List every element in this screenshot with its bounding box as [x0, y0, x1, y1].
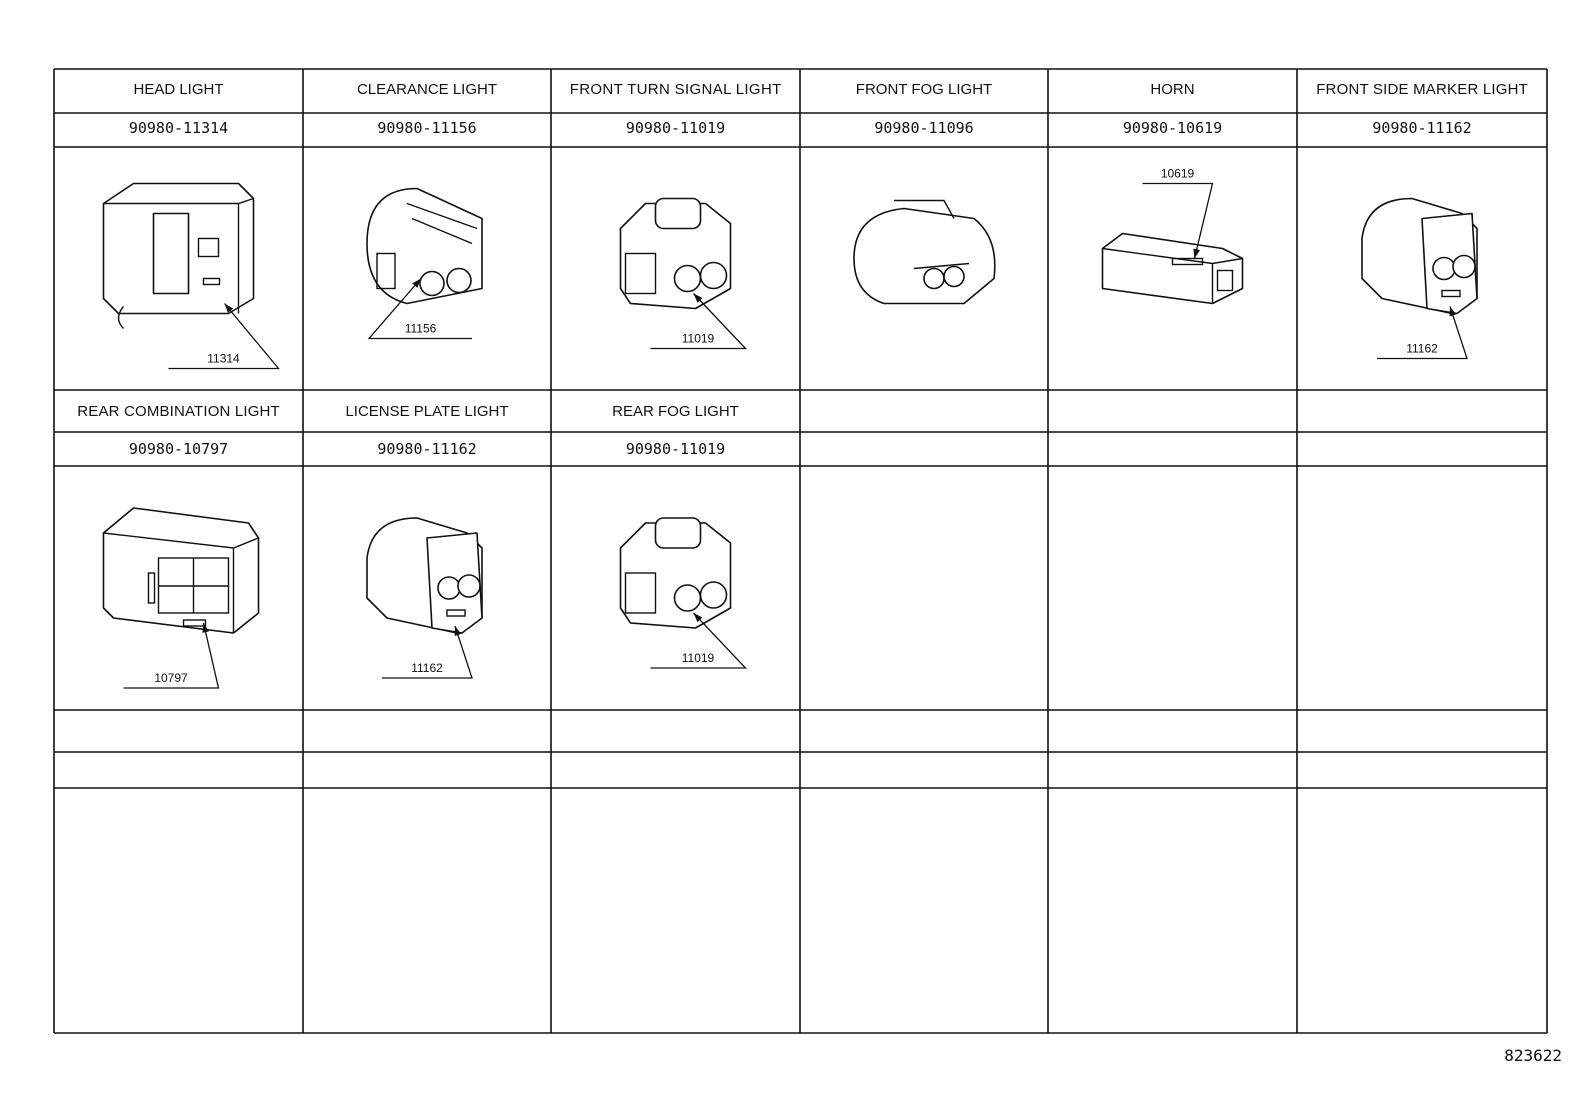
connector-cell: HORN 90980-10619 10619 — [1101, 81, 1244, 305]
callout-label: 11156 — [405, 322, 437, 336]
leader-line — [168, 303, 280, 370]
connector-drawing — [1361, 197, 1478, 315]
part-number: 90980-11096 — [874, 119, 973, 137]
leader-arrowhead — [202, 623, 209, 633]
leader-line — [1377, 306, 1468, 360]
part-number: 90980-11019 — [626, 440, 725, 458]
leader-line — [1142, 182, 1214, 259]
connector-drawing — [366, 517, 483, 634]
leader-line — [123, 622, 220, 689]
callout-label: 10619 — [1161, 167, 1195, 181]
connector-title: CLEARANCE LIGHT — [357, 81, 497, 98]
part-number: 90980-11162 — [1372, 119, 1471, 137]
leader-line — [650, 293, 748, 350]
callout-label: 11019 — [682, 651, 715, 665]
connector-cell: FRONT FOG LIGHT 90980-11096 — [853, 81, 996, 305]
connector-cell: REAR COMBINATION LIGHT 90980-10797 10797 — [77, 403, 280, 689]
leader-line — [382, 625, 473, 679]
callout-label: 11162 — [411, 661, 443, 675]
connector-title: REAR COMBINATION LIGHT — [77, 403, 279, 420]
connector-drawing — [366, 187, 483, 305]
part-number: 90980-11162 — [377, 440, 476, 458]
connector-title: FRONT TURN SIGNAL LIGHT — [570, 81, 782, 98]
connector-drawing — [102, 182, 255, 329]
callout-label: 11019 — [682, 332, 715, 346]
leader-arrowhead — [454, 626, 462, 636]
leader-line — [367, 278, 472, 340]
connector-title: HORN — [1150, 81, 1194, 98]
connector-cell: FRONT SIDE MARKER LIGHT 90980-11162 11162 — [1316, 81, 1528, 360]
connector-cell: HEAD LIGHT 90980-11314 11314 — [102, 81, 280, 370]
leader-line — [650, 612, 748, 669]
connector-drawing — [853, 199, 996, 305]
connector-cell: CLEARANCE LIGHT 90980-11156 11156 — [357, 81, 497, 340]
connector-drawing — [1101, 232, 1244, 305]
connector-title: REAR FOG LIGHT — [612, 403, 739, 420]
leader-arrowhead — [693, 293, 703, 303]
table-cells: HEAD LIGHT 90980-11314 11314 CLEARANCE LIGH… — [77, 81, 1528, 689]
callout-label: 11162 — [1406, 342, 1438, 356]
leader-arrowhead — [1449, 306, 1457, 317]
connector-title: FRONT SIDE MARKER LIGHT — [1316, 81, 1528, 98]
connector-title: HEAD LIGHT — [133, 81, 223, 98]
leader-arrowhead — [224, 303, 234, 313]
connector-drawing — [619, 197, 732, 310]
part-number: 90980-11019 — [626, 119, 725, 137]
connector-title: LICENSE PLATE LIGHT — [345, 403, 508, 420]
connector-drawing — [619, 517, 732, 629]
connector-drawing — [102, 507, 260, 634]
part-number: 90980-10619 — [1123, 119, 1222, 137]
connector-cell: FRONT TURN SIGNAL LIGHT 90980-11019 11019 — [570, 81, 782, 350]
leader-arrowhead — [412, 278, 421, 288]
connector-title: FRONT FOG LIGHT — [856, 81, 992, 98]
connector-cell: REAR FOG LIGHT 90980-11019 11019 — [612, 403, 748, 669]
connector-cell: LICENSE PLATE LIGHT 90980-11162 11162 — [345, 403, 509, 679]
part-number: 90980-10797 — [129, 440, 228, 458]
part-number: 90980-11314 — [129, 119, 228, 137]
callout-label: 10797 — [154, 671, 188, 685]
reference-number: 823622 — [1504, 1046, 1562, 1065]
part-number: 90980-11156 — [377, 119, 476, 137]
leader-arrowhead — [693, 613, 703, 623]
callout-label: 11314 — [207, 352, 240, 366]
leader-arrowhead — [1193, 248, 1201, 259]
table-grid-lines — [53, 68, 1548, 1034]
